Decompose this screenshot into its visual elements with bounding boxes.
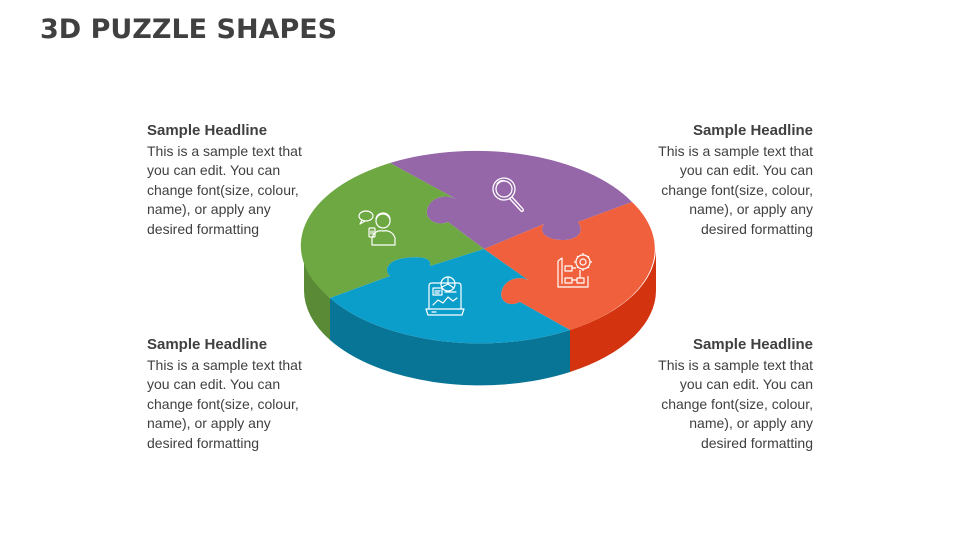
body-text: This is a sample text that you can edit.… [147, 142, 322, 240]
puzzle-top [300, 150, 655, 344]
body-line: desired formatting [147, 220, 260, 237]
green-side [303, 248, 330, 340]
slide-title: 3D PUZZLE SHAPES [40, 14, 338, 45]
magnifier-icon [492, 177, 524, 213]
body-line: name), or apply any [689, 415, 813, 431]
body-line: change font(size, colour, [661, 395, 813, 412]
body-text: This is a sample text that you can edit.… [638, 356, 813, 454]
body-line: This is a sample text that [147, 142, 302, 159]
body-line: name), or apply any [147, 201, 271, 217]
body-line: change font(size, colour, [147, 181, 299, 198]
body-line: desired formatting [700, 220, 813, 237]
body-line: change font(size, colour, [661, 181, 813, 198]
body-line: you can edit. You can [679, 376, 813, 392]
laptop-analytics-icon [425, 276, 465, 316]
body-line: you can edit. You can [147, 376, 281, 392]
body-line: name), or apply any [689, 201, 813, 217]
body-line: desired formatting [147, 434, 260, 451]
blue-side [330, 298, 570, 386]
green-piece[interactable] [300, 163, 484, 298]
body-line: change font(size, colour, [147, 395, 299, 412]
orange-side [570, 248, 657, 372]
puzzle-side-walls [303, 248, 657, 386]
body-text: This is a sample text that you can edit.… [147, 356, 322, 454]
customer-support-icon [358, 210, 396, 246]
body-line: name), or apply any [147, 415, 271, 431]
text-block-bottom-left: Sample Headline This is a sample text th… [147, 335, 322, 453]
body-line: you can edit. You can [679, 162, 813, 178]
text-block-top-left: Sample Headline This is a sample text th… [147, 121, 322, 239]
workflow-gear-icon [557, 253, 592, 288]
headline: Sample Headline [147, 336, 268, 353]
body-line: desired formatting [700, 434, 813, 451]
body-text: This is a sample text that you can edit.… [638, 142, 813, 240]
body-line: This is a sample text that [658, 142, 813, 159]
blue-piece[interactable] [330, 249, 570, 344]
text-block-bottom-right: Sample Headline This is a sample text th… [638, 335, 813, 453]
body-line: This is a sample text that [658, 356, 813, 373]
headline: Sample Headline [692, 122, 813, 139]
headline: Sample Headline [692, 336, 813, 353]
body-line: This is a sample text that [147, 356, 302, 373]
headline: Sample Headline [147, 122, 268, 139]
text-block-top-right: Sample Headline This is a sample text th… [638, 121, 813, 239]
body-line: you can edit. You can [147, 162, 281, 178]
